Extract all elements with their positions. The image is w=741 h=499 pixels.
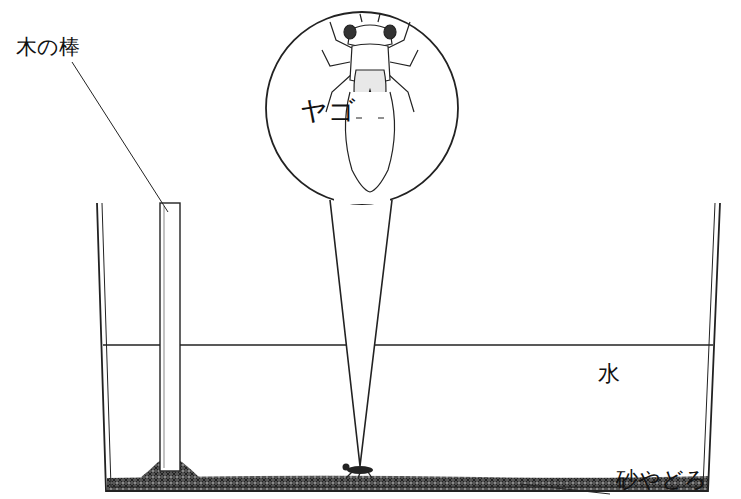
leader-line [72,62,168,212]
part-label: 木の棒 [16,36,80,59]
tank-inner [102,203,715,487]
part-label: ヤゴ [300,96,356,126]
wooden-stick [160,203,180,471]
callout-circle [266,12,458,204]
water-line [103,344,713,345]
tank [97,203,720,491]
nymph-small [343,464,374,479]
part-label: 水 [598,362,620,386]
leader-line [520,484,610,494]
callout-tail [330,200,392,466]
part-label: 砂やどろ [616,468,707,492]
